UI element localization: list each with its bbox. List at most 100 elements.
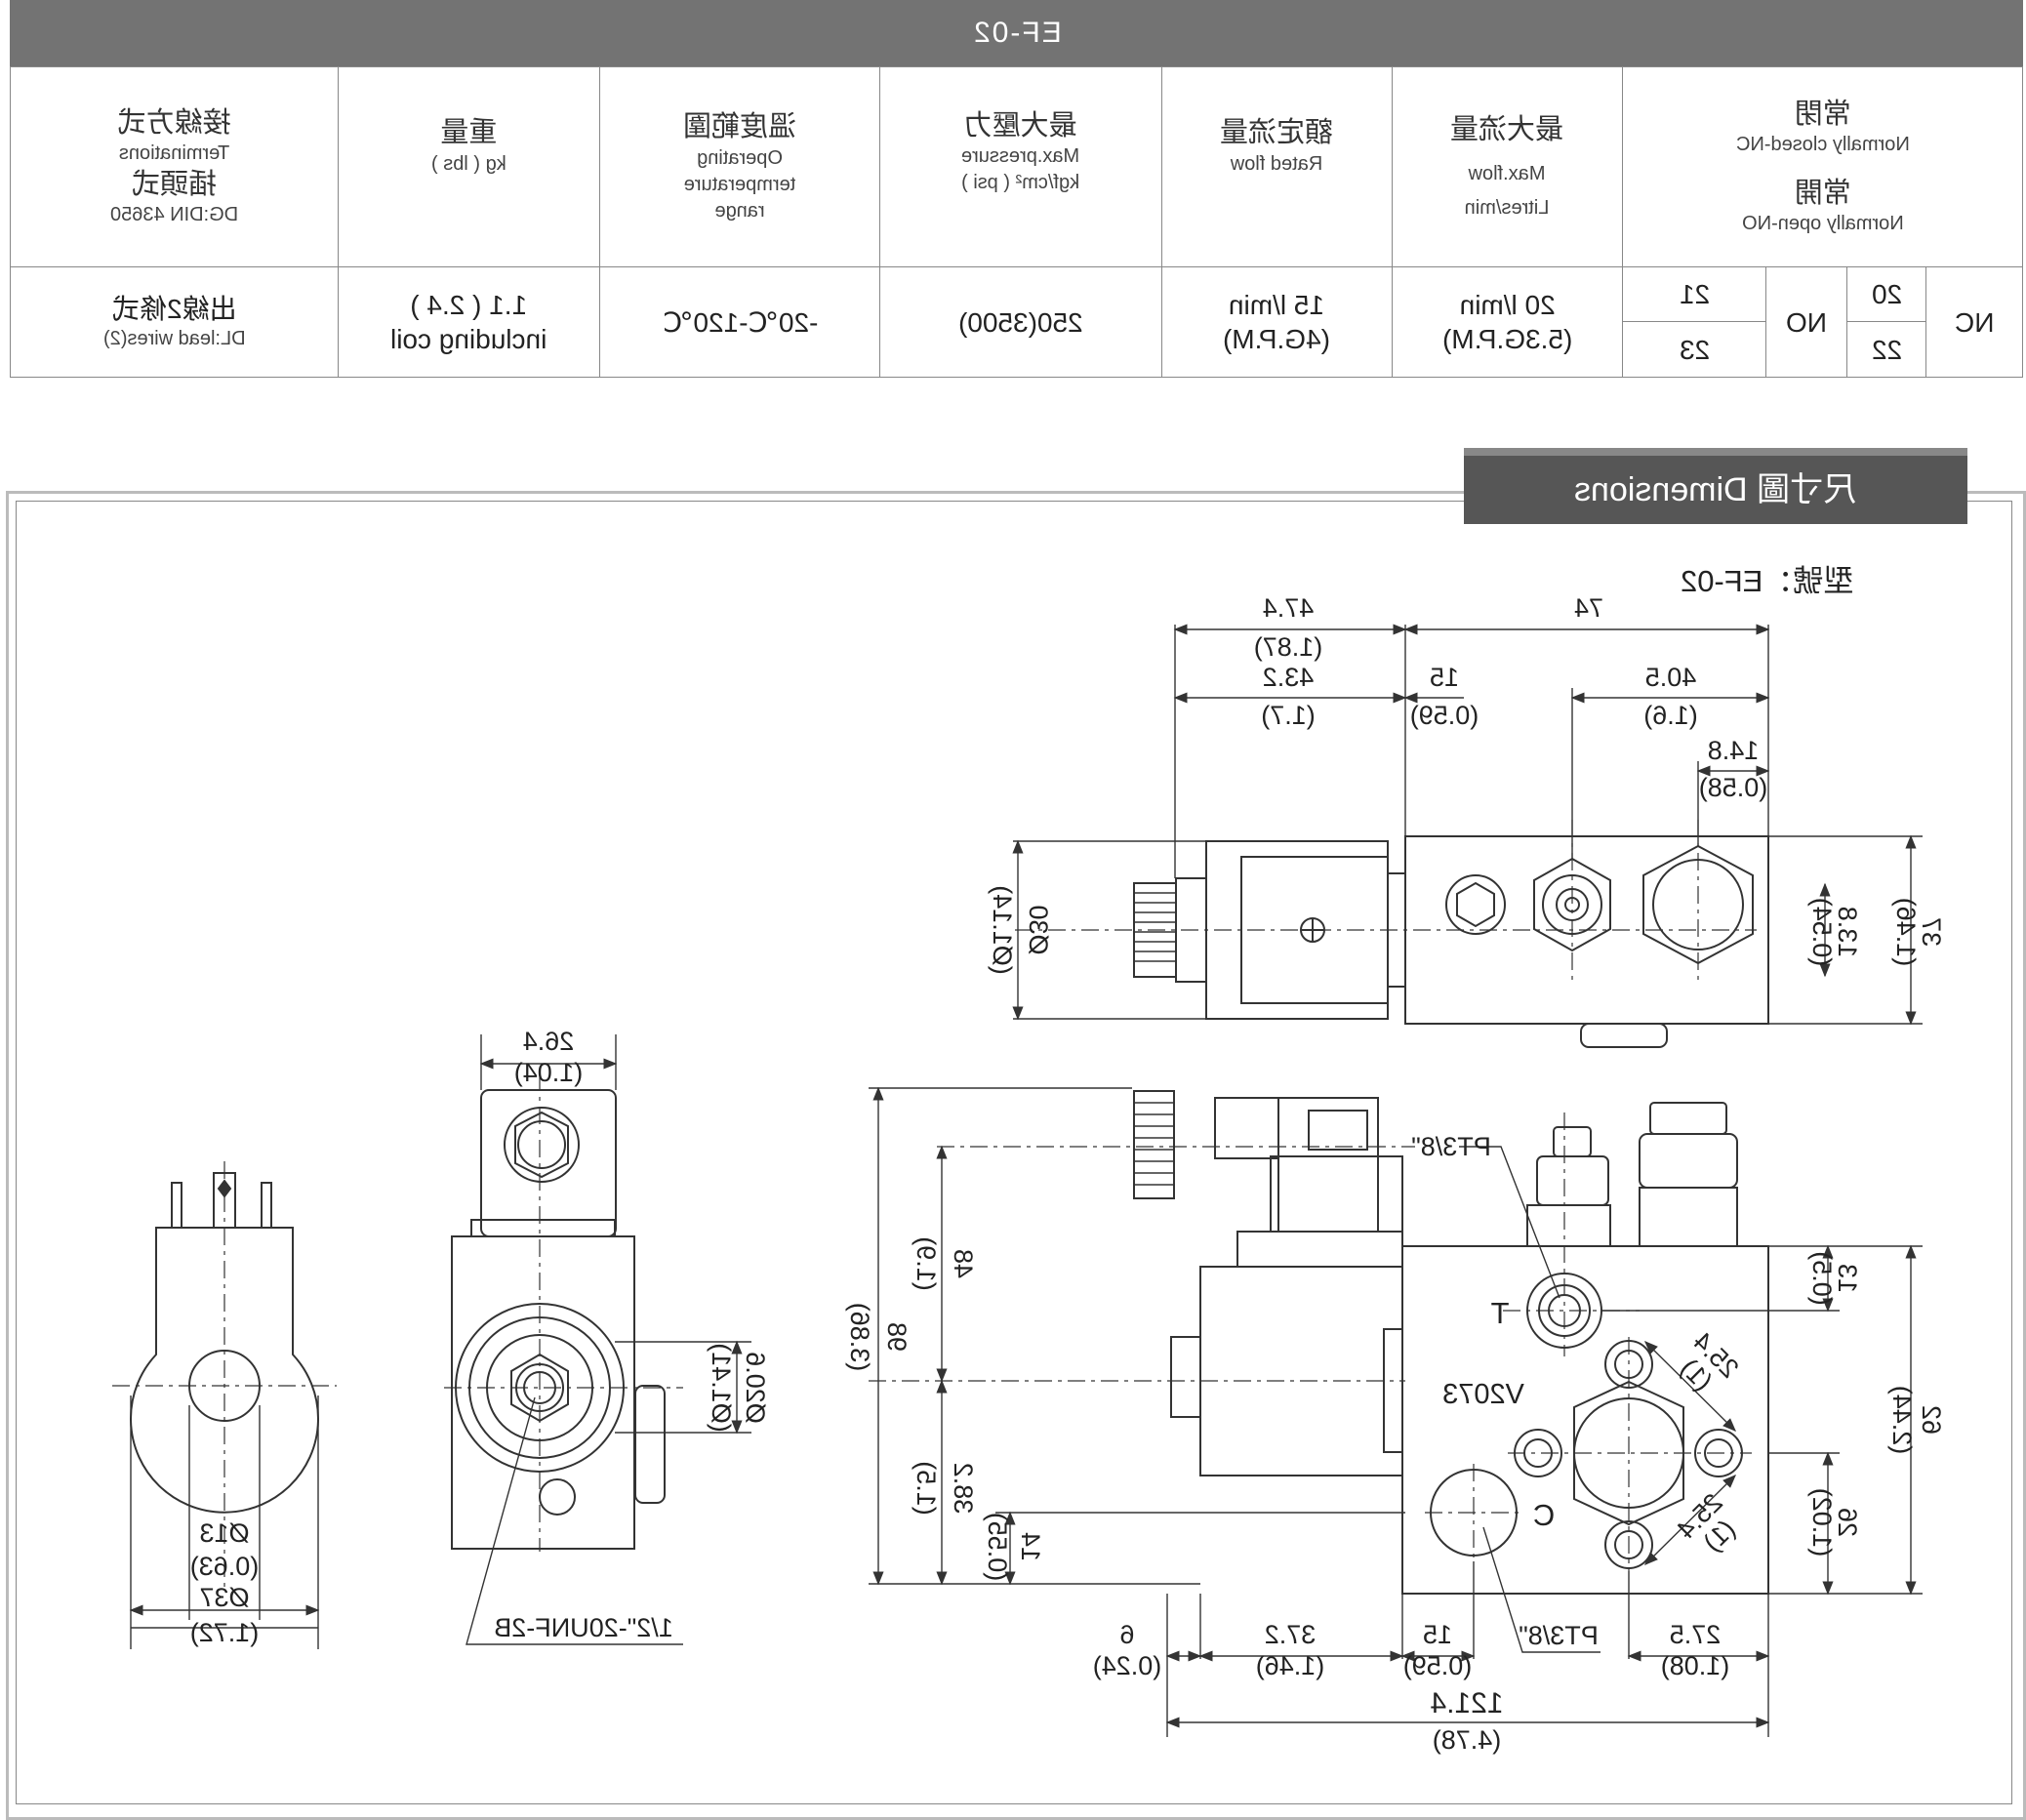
front-c-cap (1649, 1102, 1727, 1135)
front-d-48: 48 (949, 1249, 978, 1278)
top-d-405: 40.5 (1645, 663, 1697, 692)
front-connector-neck (1214, 1097, 1279, 1159)
top-d-432-in: (1.7) (1261, 701, 1316, 730)
top-d-74: 74 (1574, 593, 1603, 623)
header-max-flow: 最大流量 Max.flow Litres/min (1391, 66, 1624, 267)
front-body-nut (1383, 1328, 1403, 1453)
front-t-nut (1536, 1155, 1609, 1206)
front-d-15: 15 (1423, 1620, 1452, 1649)
top-port-hex-plug (1445, 874, 1506, 935)
front-d-275: 27.5 (1670, 1620, 1722, 1649)
top-view (1012, 624, 1923, 1048)
side-connector-hex (514, 1111, 569, 1179)
port-20-cell: 20 (1846, 266, 1927, 322)
coil-d-o13-in: (0.63) (190, 1552, 260, 1581)
spec-value-row-2: 23 22 (11, 321, 2023, 378)
top-d-474: 47.4 (1263, 593, 1315, 623)
front-d-382-in: (1.5) (912, 1461, 941, 1516)
front-d-13-in: (0.5) (1807, 1251, 1837, 1306)
front-d-372: 37.2 (1265, 1620, 1317, 1649)
dimensions-tab: 尺寸圖 Dimensions (1464, 448, 1967, 524)
no-cell: NO (1765, 266, 1848, 378)
front-t-fitting (1526, 1204, 1611, 1247)
front-d-14: 14 (1016, 1532, 1045, 1561)
side-thread: 1/2"-20UNF-2B (494, 1613, 673, 1642)
front-connector (1277, 1097, 1379, 1233)
coil-d-o37-in: (1.72) (190, 1618, 260, 1647)
front-d-6-in: (0.24) (1093, 1651, 1162, 1680)
dimension-labels: 47.4 (1.87) 74 43.2 (1.7) 15 (0.59) 40.5… (190, 593, 1946, 1755)
coil-view (112, 1161, 337, 1649)
front-d-13: 13 (1833, 1264, 1862, 1293)
value-rated-flow: 15 l/min (4G.P.M) (1160, 266, 1393, 378)
side-fitting (634, 1385, 666, 1504)
side-view (444, 1034, 751, 1645)
front-marking: V2073 (1442, 1379, 1524, 1410)
front-d-26-in: (1.02) (1807, 1488, 1837, 1557)
front-connector-box (1270, 1155, 1403, 1233)
coil-pin-right (261, 1182, 272, 1229)
front-d-98: 98 (882, 1322, 912, 1352)
top-d-o30-in: (Ø1.14) (988, 885, 1017, 975)
side-d-264: 26.4 (523, 1027, 575, 1056)
side-coil-top (470, 1219, 616, 1237)
top-d-405-in: (1.6) (1643, 701, 1698, 730)
value-max-flow: 20 l/min (5.3G.P.M) (1391, 266, 1624, 378)
side-screw (539, 1478, 576, 1516)
front-port-c-label: C (1533, 1498, 1555, 1532)
spec-header-row: 接線方式 Terminations 插頭式 DG:DIN 43650 重量 kg… (10, 66, 2023, 267)
top-d-15: 15 (1430, 663, 1459, 692)
side-connector (480, 1089, 617, 1237)
front-pt-bottom: PT3/8" (1519, 1621, 1599, 1650)
front-d-48-in: (1.9) (912, 1236, 941, 1291)
front-d-62-in: (2.44) (1887, 1386, 1917, 1455)
front-d-26: 26 (1833, 1508, 1862, 1537)
top-bottom-fitting (1580, 1023, 1668, 1048)
front-coil-nut (1170, 1336, 1201, 1418)
front-coil (1199, 1266, 1403, 1476)
spec-value-row-1: 出線2條式 DL:lead wires(2) 1.1 ( 2.4 ) inclu… (10, 266, 2023, 378)
top-cartridge-hex (1533, 857, 1611, 952)
front-d-1214-in: (4.78) (1433, 1725, 1502, 1755)
front-d-14-in: (0.55) (983, 1513, 1012, 1582)
header-rated-flow: 額定流量 Rated flow (1160, 66, 1393, 267)
coil-pin-left (171, 1182, 182, 1229)
front-t-cap (1553, 1126, 1592, 1157)
front-d-372-in: (1.46) (1256, 1651, 1325, 1680)
top-d-o30: Ø30 (1024, 905, 1053, 954)
value-weight: 1.1 ( 2.4 ) including coil (337, 266, 601, 378)
top-d-148-in: (0.58) (1699, 773, 1768, 802)
front-c-fitting (1639, 1187, 1738, 1247)
top-knurled-screw (1133, 882, 1177, 978)
top-d-37-in: (1.46) (1891, 898, 1921, 967)
front-d-6: 6 (1119, 1620, 1134, 1649)
header-valve-state: 常閉 Normally closed-NC 常開 Normally open-N… (1622, 66, 2023, 267)
side-d-o206-in: (Ø1.41) (707, 1343, 736, 1433)
spec-table-title: EF-02 (10, 0, 2023, 66)
front-coil-top (1236, 1231, 1403, 1268)
side-valve-body (451, 1235, 635, 1550)
header-weight: 重量 kg ( lbs ) (337, 66, 601, 267)
port-22-cell: 22 (1846, 321, 1927, 378)
front-d-15-in: (0.59) (1403, 1651, 1473, 1680)
dimensions-inner-frame (16, 501, 2012, 1804)
front-d-98-in: (3.86) (845, 1303, 874, 1372)
top-d-432: 43.2 (1263, 663, 1315, 692)
value-temperature: -20℃-120℃ (599, 266, 881, 378)
front-d-275-in: (1.08) (1661, 1651, 1730, 1680)
side-d-o206: Ø20.6 (741, 1352, 770, 1424)
front-c-nut (1639, 1133, 1738, 1189)
front-d-62: 62 (1917, 1405, 1946, 1435)
top-d-15-in: (0.59) (1410, 701, 1479, 730)
front-pt-top: PT3/8" (1411, 1132, 1491, 1161)
port-23-cell: 23 (1622, 321, 1767, 378)
value-lead-wires: 出線2條式 DL:lead wires(2) (10, 266, 339, 378)
top-d-474-in: (1.87) (1254, 632, 1323, 662)
front-port-t-label: T (1490, 1296, 1509, 1330)
front-knurled-screw (1133, 1090, 1175, 1199)
top-d-138-in: (0.54) (1807, 898, 1837, 967)
nc-cell: NC (1925, 266, 2023, 378)
coil-d-o13: Ø13 (199, 1518, 249, 1548)
side-d-264-in: (1.04) (514, 1058, 584, 1087)
